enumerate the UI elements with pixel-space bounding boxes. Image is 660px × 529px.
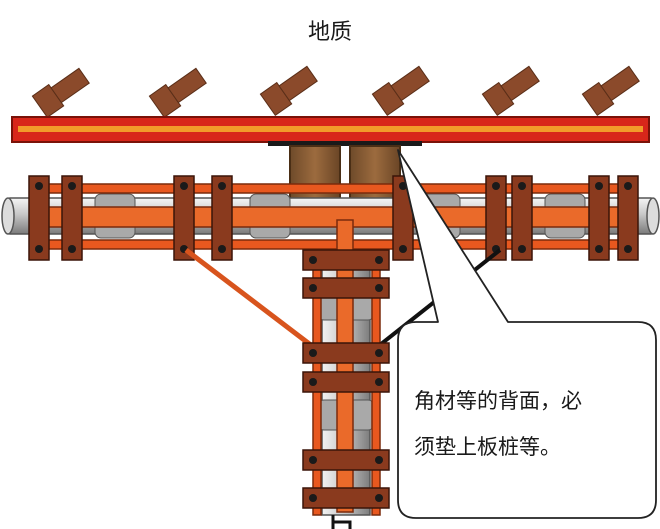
frame-rail-top [29, 183, 631, 194]
vbracket [302, 449, 390, 471]
bracket [28, 175, 50, 261]
ground-hatch [259, 65, 318, 117]
ground-hatch-marks [31, 65, 640, 119]
frame-main-bar [35, 206, 631, 228]
ground-hatch [31, 67, 90, 119]
vbracket-bolts [309, 256, 383, 502]
bottom-hook [331, 515, 352, 529]
ground-hatch [148, 67, 207, 119]
ground-hatch [581, 65, 640, 117]
ground-hatch [371, 65, 430, 117]
frame-brackets [28, 175, 639, 261]
bracket [617, 175, 639, 261]
callout-line-2: 须垫上板桩等。 [414, 435, 561, 459]
bracket [173, 175, 195, 261]
frame-rail-bottom [29, 239, 631, 250]
vbracket [302, 249, 390, 271]
top-beam-highlight [18, 126, 643, 132]
bracket-bolts [35, 182, 632, 253]
bracket [511, 175, 533, 261]
callout-text: 角材等的背面，必 须垫上板桩等。 [414, 378, 650, 470]
vbracket [302, 487, 390, 509]
backing-plate [268, 141, 422, 146]
bracket [61, 175, 83, 261]
bracket [211, 175, 233, 261]
callout-line-1: 角材等的背面，必 [414, 389, 582, 413]
callout-bubble [397, 149, 657, 519]
vertical-brackets [302, 249, 390, 509]
pipe-end-left [1, 197, 15, 235]
ground-label: 地质 [307, 20, 352, 45]
ground-hatch [481, 65, 540, 117]
diagonal-brace-left [184, 248, 322, 354]
bracket [485, 175, 507, 261]
wood-block-left [289, 145, 341, 207]
vbracket [302, 371, 390, 393]
bracket [588, 175, 610, 261]
vbracket [302, 277, 390, 299]
vbracket [302, 342, 390, 364]
pipe-end-right [646, 197, 660, 235]
horizontal-frame [29, 183, 631, 250]
